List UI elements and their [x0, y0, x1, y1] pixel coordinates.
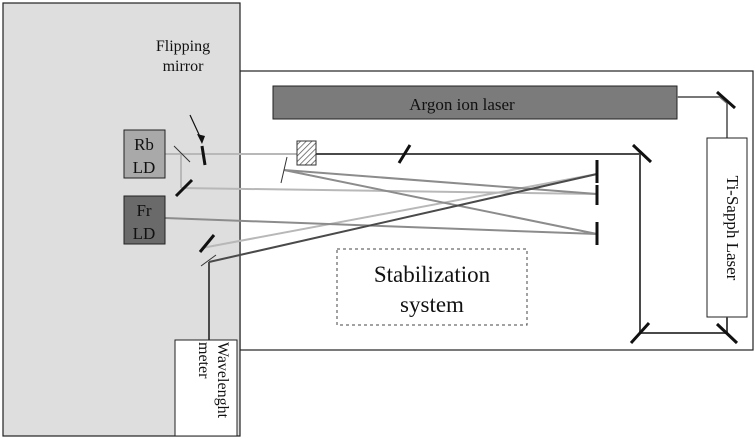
rb-ld-label-2: LD — [133, 158, 156, 177]
fr-laser-diode — [123, 195, 166, 245]
stabilization-label-1: Stabilization — [374, 262, 491, 287]
argon-ion-laser — [272, 85, 678, 120]
fr-beam — [164, 217, 598, 235]
wavelength-meter — [174, 339, 238, 437]
reference-beam-1 — [201, 173, 598, 249]
flipping-mirror — [200, 145, 207, 166]
rb-laser-diode — [123, 129, 166, 179]
ti-sapph-label: Ti-Sapph Laser — [723, 176, 742, 281]
stabilization-label-2: system — [400, 292, 464, 317]
probe-beam-1 — [283, 169, 598, 195]
stabilization-system-box — [336, 248, 528, 326]
fr-splitter — [200, 254, 217, 267]
rb-splitter — [173, 145, 191, 163]
argon-laser-label: Argon ion laser — [409, 95, 515, 114]
corner-mirror-bottom — [629, 321, 651, 345]
pump-mirror — [716, 90, 736, 110]
probe-beam-2 — [283, 169, 598, 235]
rb-ld-label-1: Rb — [134, 135, 154, 154]
fr-mirror — [198, 234, 216, 253]
ti-sapph-output-mirror — [715, 322, 739, 345]
corner-mirror-top — [631, 143, 653, 164]
flipping-mirror-arrowhead — [197, 134, 205, 144]
ti-sapph-laser — [706, 137, 748, 318]
optical-isolator — [296, 140, 317, 166]
beam-splitter-top — [397, 144, 412, 164]
wavemeter-label-2: meter — [195, 342, 212, 379]
fr-ld-label-1: Fr — [136, 201, 151, 220]
flipping-mirror-label-2: mirror — [163, 58, 205, 75]
fr-ld-label-2: LD — [133, 224, 156, 243]
rb-turn-mirror — [174, 178, 194, 198]
argon-pump-beam — [677, 96, 728, 138]
wavemeter-label-1: Wavelenght — [214, 342, 231, 419]
isolator-splitter — [280, 156, 288, 184]
flipping-mirror-label-1: Flipping — [156, 38, 210, 55]
wavemeter-beam — [208, 173, 598, 263]
